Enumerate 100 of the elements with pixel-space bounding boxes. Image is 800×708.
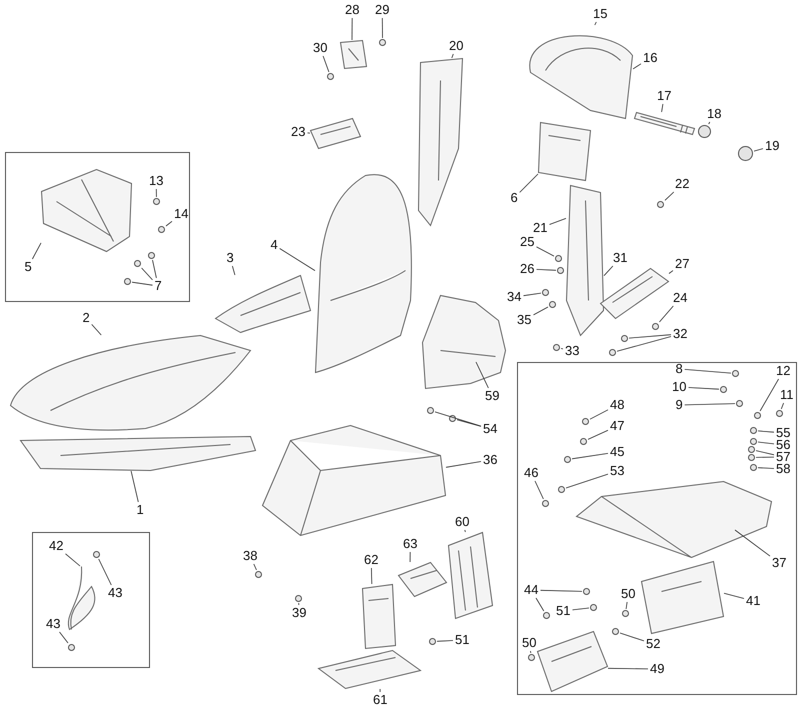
leader-line <box>451 54 454 58</box>
leader-line <box>780 402 784 410</box>
bolt-icon <box>528 654 535 661</box>
bolt-icon <box>555 255 562 262</box>
leader-line <box>572 608 590 610</box>
leader-line <box>130 470 139 502</box>
bolt-icon <box>582 418 589 425</box>
bolt-icon <box>750 438 757 445</box>
box-cover-drawing <box>362 584 396 649</box>
callout-number: 36 <box>482 453 498 467</box>
plate-drawing <box>641 561 724 634</box>
bolt-icon <box>429 638 436 645</box>
leader-line <box>253 564 257 570</box>
callout-number: 55 <box>775 426 792 440</box>
bolt-icon <box>776 410 783 417</box>
frame-drawing <box>41 169 132 252</box>
leader-line <box>754 148 764 152</box>
callout-number: 22 <box>674 177 690 191</box>
callout-number: 25 <box>519 235 536 249</box>
callout-number: 16 <box>642 51 658 65</box>
bolt-icon <box>750 427 757 434</box>
leader-line <box>661 104 664 112</box>
washer-icon <box>738 146 753 161</box>
bolt-icon <box>427 407 434 414</box>
leader-line <box>534 480 544 500</box>
callout-number: 47 <box>609 419 626 433</box>
callout-number: 43 <box>45 617 62 631</box>
leader-line <box>756 450 774 456</box>
leader-line <box>628 334 672 338</box>
callout-number: 35 <box>516 313 532 327</box>
callout-number: 59 <box>484 389 500 403</box>
side-bracket-drawing <box>418 58 463 226</box>
callout-number: 8 <box>674 362 684 376</box>
leader-line <box>476 362 489 388</box>
leader-line <box>664 192 674 201</box>
leader-line <box>684 403 736 406</box>
callout-number: 50 <box>620 587 636 601</box>
callout-number: 14 <box>173 207 190 221</box>
callout-number: 4 <box>270 238 279 252</box>
callout-number: 20 <box>448 39 464 53</box>
callout-number: 60 <box>454 515 470 529</box>
callout-number: 45 <box>609 445 626 459</box>
bolt-icon <box>732 370 739 377</box>
handle-drawing <box>600 268 669 319</box>
callout-number: 11 <box>779 388 794 402</box>
callout-number: 15 <box>592 7 608 21</box>
inset-frame <box>5 152 190 302</box>
callout-number: 54 <box>482 422 498 436</box>
callout-number: 63 <box>402 537 418 551</box>
callout-number: 2 <box>82 311 91 325</box>
leader-line <box>604 266 614 276</box>
bolt-icon <box>542 500 549 507</box>
leader-line <box>519 174 538 193</box>
bolt-icon <box>622 610 629 617</box>
leader-line <box>608 668 648 670</box>
callout-number: 34 <box>506 290 522 304</box>
callout-number: 31 <box>612 251 628 265</box>
leader-line <box>65 553 80 566</box>
callout-number: 13 <box>148 174 164 188</box>
bolt-icon <box>124 278 131 285</box>
leader-line <box>594 22 597 26</box>
bolt-icon <box>580 438 587 445</box>
callout-number: 7 <box>154 279 163 293</box>
bolt-icon <box>564 456 571 463</box>
leader-line <box>533 306 548 316</box>
callout-number: 1 <box>136 503 145 517</box>
callout-number: 37 <box>771 556 788 570</box>
leader-line <box>758 430 774 433</box>
bolt-icon <box>295 595 302 602</box>
callout-number: 53 <box>609 464 626 478</box>
bolt-icon <box>612 628 619 635</box>
leader-line <box>758 442 774 444</box>
bolt-icon <box>93 551 100 558</box>
bolt-icon <box>153 198 160 205</box>
bolt-icon <box>621 335 628 342</box>
leader-line <box>152 260 157 278</box>
leader-line <box>560 348 564 350</box>
leader-line <box>382 18 383 38</box>
bolt-icon <box>748 454 755 461</box>
bolt-icon <box>720 386 727 393</box>
leader-line <box>166 220 172 226</box>
callout-number: 38 <box>242 549 258 563</box>
bolt-icon <box>754 412 761 419</box>
seat-pad-drawing <box>215 275 311 333</box>
leader-line <box>352 18 353 40</box>
callout-number: 3 <box>226 251 235 265</box>
callout-number: 28 <box>344 3 360 17</box>
leader-line <box>758 467 774 469</box>
leader-line <box>298 602 300 606</box>
callout-number: 39 <box>291 606 308 620</box>
bolt-icon <box>750 464 757 471</box>
callout-number: 6 <box>510 191 519 205</box>
leader-line <box>307 132 310 134</box>
callout-number: 57 <box>775 450 792 464</box>
leader-line <box>59 632 68 644</box>
leader-line <box>322 56 330 72</box>
callout-number: 48 <box>609 398 626 412</box>
bolt-icon <box>590 604 597 611</box>
leader-line <box>530 650 532 654</box>
bracket-drawing <box>566 185 604 336</box>
